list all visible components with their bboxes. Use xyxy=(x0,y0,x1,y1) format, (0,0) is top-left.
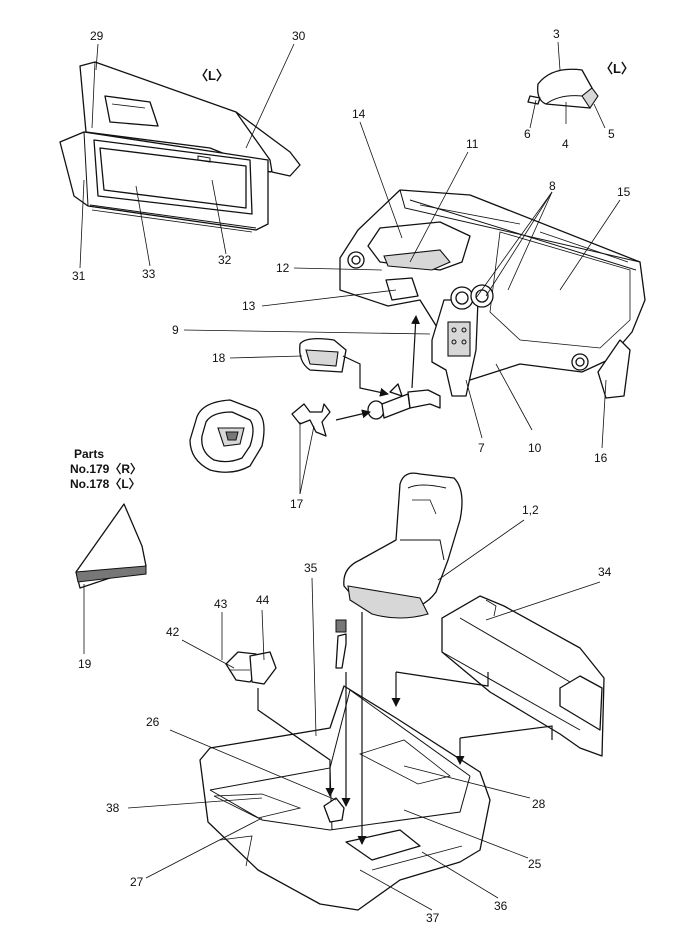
label-32: 32 xyxy=(218,253,232,267)
label-14: 14 xyxy=(352,107,366,121)
side-mark-door: 〈L〉 xyxy=(195,68,229,83)
label-8: 8 xyxy=(549,179,556,193)
dashboard-assembly xyxy=(339,189,646,399)
part-labels: 〈L〉 〈L〉 Parts No.179〈R〉 No.178〈L〉 29 30 … xyxy=(70,27,634,925)
part-15-passenger-panel xyxy=(489,231,631,349)
part-38-seat-well xyxy=(213,793,302,819)
label-27: 27 xyxy=(130,875,144,889)
part-13-column-cover xyxy=(385,277,419,301)
mirror-assembly xyxy=(527,68,599,109)
label-16: 16 xyxy=(594,451,608,465)
label-33: 33 xyxy=(142,267,156,281)
label-26: 26 xyxy=(146,715,160,729)
label-43: 43 xyxy=(214,597,228,611)
label-42: 42 xyxy=(166,625,180,639)
parts-note-line3: No.178〈L〉 xyxy=(70,476,141,491)
floor-pan-assembly xyxy=(199,685,491,911)
seat-assembly xyxy=(343,472,463,619)
label-11: 11 xyxy=(466,137,479,151)
label-38: 38 xyxy=(106,801,120,815)
label-34: 34 xyxy=(598,565,612,579)
label-4: 4 xyxy=(562,137,569,151)
door-panel-assembly xyxy=(59,61,301,233)
label-29: 29 xyxy=(90,29,104,43)
parts-note-line1: Parts xyxy=(74,447,104,461)
part-33-insert xyxy=(99,147,247,209)
label-36: 36 xyxy=(494,899,508,913)
label-17: 17 xyxy=(290,497,304,511)
part-3-mirror-housing xyxy=(537,68,593,109)
parts-note-line2: No.179〈R〉 xyxy=(70,461,142,476)
part-17-paddle-shifters xyxy=(291,403,331,437)
label-10: 10 xyxy=(528,441,542,455)
part-30-trim-strip xyxy=(235,111,301,177)
label-3: 3 xyxy=(553,27,560,41)
label-37: 37 xyxy=(426,911,440,925)
side-mark-mirror: 〈L〉 xyxy=(600,61,634,76)
label-30: 30 xyxy=(292,29,306,43)
part-35-floor-pan xyxy=(199,685,491,911)
part-44-bracket-right xyxy=(249,651,277,685)
leader-lines xyxy=(79,41,621,911)
part-28-seat-well xyxy=(358,739,451,785)
label-18: 18 xyxy=(212,351,226,365)
label-9: 9 xyxy=(172,323,179,337)
part-7-display-screen xyxy=(447,321,471,357)
small-bracket-assembly xyxy=(225,651,277,685)
label-28: 28 xyxy=(532,797,546,811)
part-27-sill xyxy=(219,835,253,867)
label-15: 15 xyxy=(617,185,631,199)
label-5: 5 xyxy=(608,127,615,141)
part-6-mirror-mount xyxy=(527,95,541,105)
gear-lever xyxy=(335,633,347,669)
label-31: 31 xyxy=(72,269,86,283)
label-7: 7 xyxy=(478,441,485,455)
label-13: 13 xyxy=(242,299,256,313)
label-44: 44 xyxy=(256,593,270,607)
rear-panel-assembly xyxy=(441,595,605,757)
label-25: 25 xyxy=(528,857,542,871)
label-1-2: 1,2 xyxy=(522,503,539,517)
label-12: 12 xyxy=(276,261,290,275)
part-36-sill-trim xyxy=(371,845,463,871)
label-6: 6 xyxy=(524,127,531,141)
label-19: 19 xyxy=(78,657,92,671)
part-37-floor-mat xyxy=(345,829,421,861)
part-5-mirror-glass xyxy=(581,87,599,109)
part-1-2-seat xyxy=(343,472,463,612)
part-11-gauge-face xyxy=(383,249,451,271)
steering-assembly xyxy=(189,338,441,473)
label-35: 35 xyxy=(304,561,318,575)
